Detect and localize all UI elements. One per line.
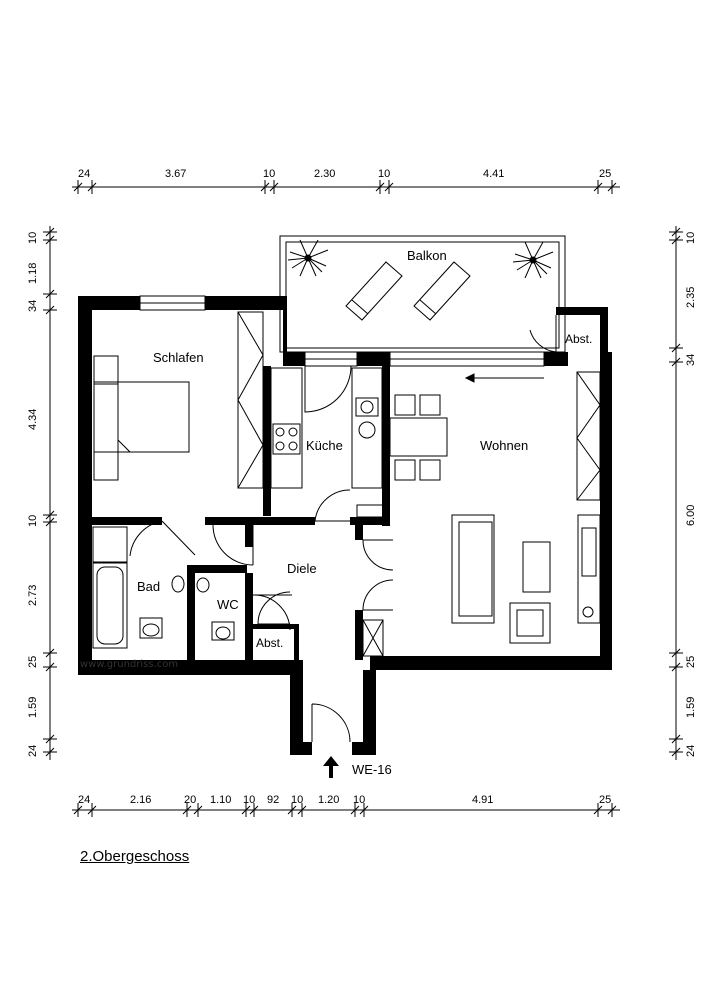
- dim-right-5: 25: [685, 656, 697, 668]
- dim-bottom-4: 1.10: [210, 794, 231, 806]
- dim-right-6: 1.59: [685, 697, 697, 718]
- walls: [78, 296, 612, 755]
- dim-top-1: 24: [78, 168, 90, 180]
- room-label-balkon: Balkon: [407, 248, 447, 263]
- unit-label: WE-16: [352, 762, 392, 777]
- dim-bottom-9: 10: [353, 794, 365, 806]
- dim-bottom-5: 10: [243, 794, 255, 806]
- dim-left-7: 25: [27, 656, 39, 668]
- dim-right-1: 10: [685, 232, 697, 244]
- dim-bottom-2: 2.16: [130, 794, 151, 806]
- dim-right-2: 2.35: [685, 287, 697, 308]
- dim-right-7: 24: [685, 745, 697, 757]
- dim-bottom-8: 1.20: [318, 794, 339, 806]
- dim-left-2: 1.18: [27, 263, 39, 284]
- dim-left-5: 10: [27, 515, 39, 527]
- floor-label: 2.Obergeschoss: [80, 848, 190, 865]
- furniture: [92, 311, 601, 657]
- room-label-abst-hall: Abst.: [256, 636, 283, 650]
- dim-bottom-6: 92: [267, 794, 279, 806]
- dim-top-4: 2.30: [314, 168, 335, 180]
- room-label-schlafen: Schlafen: [153, 350, 204, 365]
- entrance-arrow-icon: [323, 756, 339, 778]
- dim-left-8: 1.59: [27, 697, 39, 718]
- dimension-ticks: [43, 180, 683, 817]
- windows: [139, 295, 545, 367]
- watermark: www.grundriss.com: [80, 659, 178, 670]
- dim-top-3: 10: [263, 168, 275, 180]
- doors: [129, 315, 557, 743]
- dimension-lines: [49, 186, 677, 811]
- dim-left-6: 2.73: [27, 585, 39, 606]
- sun-lounger-icon: [345, 261, 471, 321]
- dim-left-3: 34: [27, 300, 39, 312]
- dim-top-5: 10: [378, 168, 390, 180]
- dim-bottom-1: 24: [78, 794, 90, 806]
- room-label-kueche: Küche: [306, 438, 343, 453]
- dim-bottom-10: 4.91: [472, 794, 493, 806]
- dim-top-2: 3.67: [165, 168, 186, 180]
- room-label-abst-balcony: Abst.: [565, 332, 592, 346]
- dim-bottom-3: 20: [184, 794, 196, 806]
- dim-top-7: 25: [599, 168, 611, 180]
- room-label-wc: WC: [217, 597, 239, 612]
- room-label-wohnen: Wohnen: [480, 438, 528, 453]
- plant-icon: [287, 239, 554, 279]
- dim-left-1: 10: [27, 232, 39, 244]
- dim-bottom-7: 10: [291, 794, 303, 806]
- room-label-bad: Bad: [137, 579, 160, 594]
- dim-right-3: 34: [685, 354, 697, 366]
- dim-left-4: 4.34: [27, 409, 39, 430]
- room-label-diele: Diele: [287, 561, 317, 576]
- dim-left-9: 24: [27, 745, 39, 757]
- dim-bottom-11: 25: [599, 794, 611, 806]
- dim-right-4: 6.00: [685, 505, 697, 526]
- dim-top-6: 4.41: [483, 168, 504, 180]
